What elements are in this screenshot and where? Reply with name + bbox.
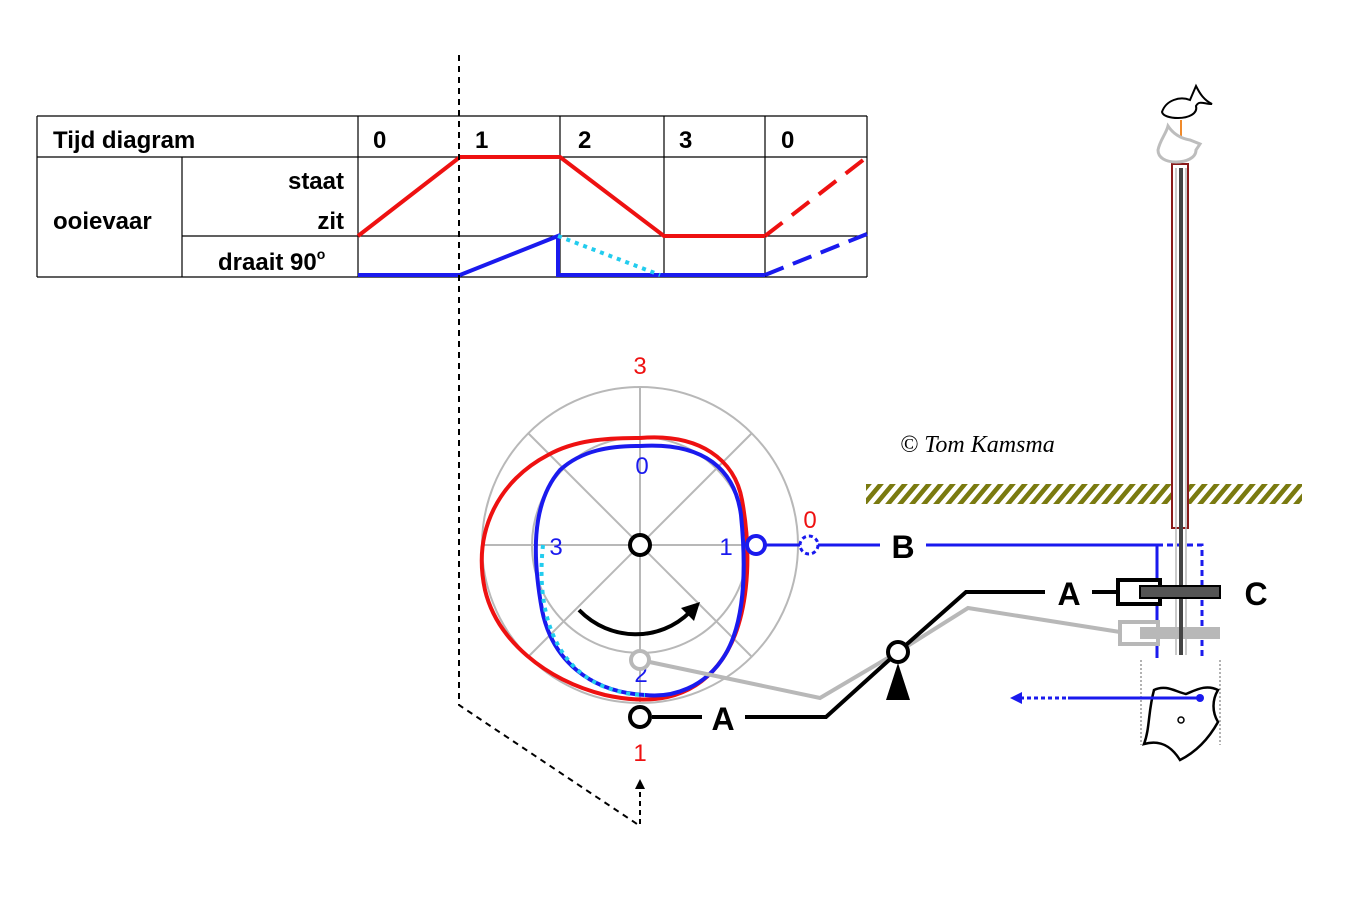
- rotate-phase-label-0: 0: [635, 453, 648, 480]
- phase-header-3: 3: [679, 127, 692, 154]
- rotate-phase-label-3: 3: [549, 534, 562, 561]
- rotate-label: draait 90o: [218, 246, 325, 276]
- link-label-b: B: [891, 529, 914, 565]
- phase-header-4: 0: [781, 127, 794, 154]
- row-label-ooievaar: ooievaar: [53, 208, 152, 235]
- linkage-a-alt-position: [629, 605, 1220, 701]
- rotation-output-indicator: [1010, 692, 1204, 704]
- time-cursor-line: [458, 55, 641, 827]
- lift-follower-roller: [628, 705, 652, 729]
- cam-axle: [628, 533, 652, 557]
- rotate-cam-profile-alt: [539, 544, 646, 697]
- state-high-label: staat: [288, 168, 344, 195]
- copyright-text: © Tom Kamsma: [900, 432, 1055, 458]
- ground-hatch: [866, 484, 1302, 504]
- phase-header-0: 0: [373, 127, 386, 154]
- rotating-stork-icon: [1140, 660, 1221, 762]
- linkage-b: B: [745, 529, 1204, 660]
- link-label-a-upper: A: [1057, 576, 1080, 612]
- lift-timing-line-next: [763, 155, 869, 238]
- linkage-a: A A: [628, 576, 1118, 737]
- rotate-phase-label-1: 1: [719, 534, 732, 561]
- state-low-label: zit: [317, 208, 344, 235]
- rotate-follower-roller-alt: [798, 534, 820, 556]
- phase-header-1: 1: [475, 127, 488, 154]
- rotation-arrow-head: [681, 602, 700, 621]
- rotate-follower-roller: [745, 534, 767, 556]
- link-label-a-lower: A: [711, 701, 734, 737]
- rotate-timing-line-alt: [557, 234, 661, 277]
- time-diagram-table: Tijd diagram 0 1 2 3 0 ooievaar staat zi…: [36, 115, 869, 278]
- lift-phase-label-3: 3: [633, 353, 646, 380]
- lift-timing-line: [356, 155, 765, 238]
- lever-pivot: [886, 640, 910, 664]
- lift-phase-label-0: 0: [803, 507, 816, 534]
- stork-icon-alt: [1156, 122, 1203, 164]
- stork-icon: [1160, 83, 1213, 120]
- cam-disk: 3 0 1 0 1 2 3: [479, 353, 817, 767]
- rotate-timing-line: [358, 233, 765, 277]
- lift-phase-label-1: 1: [633, 740, 646, 767]
- rotation-direction-arrow: [577, 608, 692, 637]
- lift-cam-profile: [479, 435, 750, 702]
- link-label-c: C: [1244, 576, 1267, 612]
- rotate-cam-profile: [533, 443, 746, 698]
- stork-pole: [1171, 120, 1189, 655]
- phase-header-2: 2: [578, 127, 591, 154]
- pivot-support: [886, 663, 910, 700]
- table-title: Tijd diagram: [53, 127, 195, 154]
- rotate-timing-line-next: [764, 232, 868, 277]
- collar-c: C: [1116, 576, 1268, 612]
